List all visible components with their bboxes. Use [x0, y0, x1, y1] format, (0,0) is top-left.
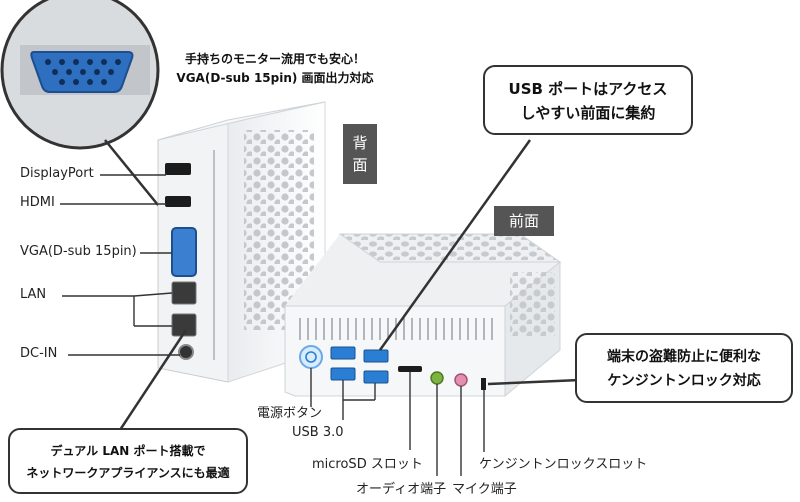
- top-caption: 手持ちのモニター流用でも安心！ VGA(D-sub 15pin) 画面出力対応: [160, 50, 390, 88]
- audio-label: オーディオ端子: [356, 482, 447, 497]
- kensington-callout-line2: ケンジントンロック対応: [607, 373, 761, 389]
- top-caption-line2: VGA(D-sub 15pin) 画面出力対応: [176, 71, 374, 85]
- back-tag: 背 面: [343, 124, 377, 184]
- displayport-label: DisplayPort: [20, 166, 94, 181]
- kensington-callout-line1: 端末の盗難防止に便利な: [607, 349, 761, 365]
- mic-label: マイク端子: [452, 482, 517, 497]
- microsd-label: microSD スロット: [312, 457, 423, 472]
- lan-callout-line2: ネットワークアプライアンスにも最適: [26, 466, 230, 480]
- usb-callout-line1: USB ポートはアクセス: [508, 80, 668, 98]
- kensington-callout: 端末の盗難防止に便利な ケンジントンロック対応: [575, 333, 793, 403]
- lock-slot-label: ケンジントンロックスロット: [479, 457, 648, 472]
- vga-label: VGA(D-sub 15pin): [20, 244, 137, 259]
- top-caption-line1: 手持ちのモニター流用でも安心！: [184, 52, 365, 66]
- lan-callout-line1: デュアル LAN ポート搭載で: [50, 444, 206, 458]
- usb-callout: USB ポートはアクセス しやすい前面に集約: [483, 65, 693, 135]
- power-button-label: 電源ボタン: [257, 406, 323, 421]
- usb-label: USB 3.0: [292, 425, 344, 440]
- front-unit: [284, 233, 562, 398]
- lan-label: LAN: [20, 287, 47, 302]
- usb-callout-line2: しやすい前面に集約: [520, 104, 656, 122]
- lan-callout: デュアル LAN ポート搭載で ネットワークアプライアンスにも最適: [8, 428, 248, 494]
- vga-zoom-circle: [0, 0, 160, 150]
- hdmi-label: HDMI: [20, 195, 55, 210]
- dcin-label: DC-IN: [20, 346, 58, 361]
- front-tag: 前面: [494, 206, 554, 236]
